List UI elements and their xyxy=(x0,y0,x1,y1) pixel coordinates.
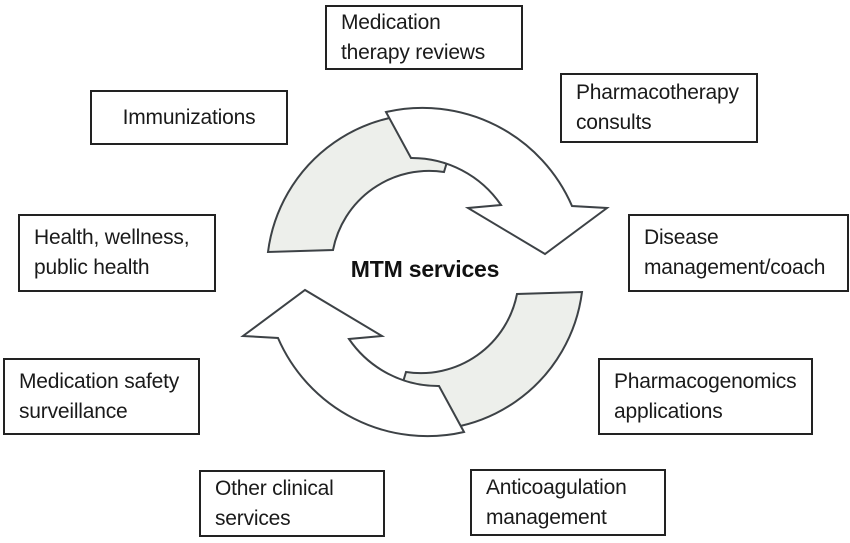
node-pharmacogenomics-applications: Pharmacogenomics applications xyxy=(598,358,813,435)
node-label-line: services xyxy=(215,506,291,530)
node-label-line: consults xyxy=(576,111,652,134)
node-label-line: applications xyxy=(614,399,723,423)
node-label-line: Pharmacogenomics xyxy=(614,369,797,393)
cycle-arrow-bottom-head xyxy=(240,288,466,438)
node-pharmacotherapy-consults: Pharmacotherapy consults xyxy=(560,73,758,143)
node-other-clinical-services: Other clinical services xyxy=(199,470,385,537)
cycle-arrow-top-head xyxy=(384,106,610,256)
node-label-line: Pharmacotherapy xyxy=(576,81,739,104)
node-label-line: management xyxy=(486,505,607,529)
node-label-line: therapy reviews xyxy=(341,40,486,64)
node-label-line: Anticoagulation xyxy=(486,475,627,499)
node-label-line: Other clinical xyxy=(215,476,334,500)
center-label: MTM services xyxy=(350,256,500,282)
node-label-line: Health, wellness, xyxy=(34,226,190,249)
node-label-line: surveillance xyxy=(19,399,128,423)
node-anticoagulation-management: Anticoagulation management xyxy=(470,469,666,536)
node-health-wellness-public-health: Health, wellness, public health xyxy=(18,214,216,292)
cycle-arrow-top xyxy=(266,106,610,256)
node-medication-therapy-reviews: Medication therapy reviews xyxy=(325,5,523,70)
node-label-line: management/coach xyxy=(644,256,826,279)
cycle-arrow-bottom xyxy=(240,288,584,438)
node-label-line: Immunizations xyxy=(122,105,256,129)
node-label-line: Medication xyxy=(341,10,441,34)
node-label-line: Disease xyxy=(644,226,719,249)
node-label-line: public health xyxy=(34,256,150,279)
node-immunizations: Immunizations xyxy=(90,90,288,145)
node-medication-safety-surveillance: Medication safety surveillance xyxy=(3,358,200,435)
node-disease-management-coach: Disease management/coach xyxy=(628,214,849,292)
node-label-line: Medication safety xyxy=(19,369,180,393)
